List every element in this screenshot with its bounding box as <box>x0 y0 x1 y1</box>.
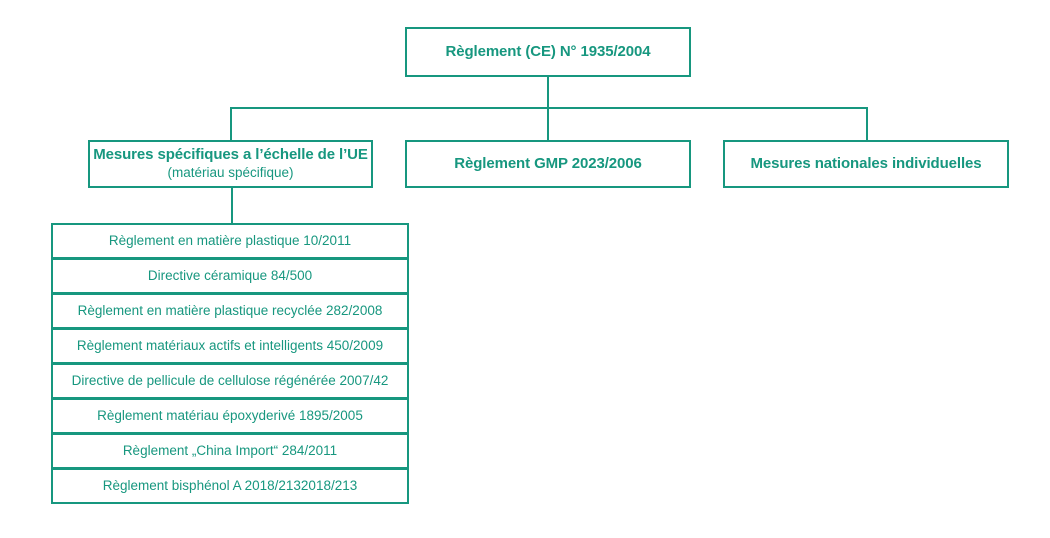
list-item-label: Règlement en matière plastique 10/2011 <box>108 232 352 248</box>
list-item-label: Directive de pellicule de cellulose régé… <box>71 372 389 388</box>
list-item-label: Règlement „China Import“ 284/2011 <box>122 442 338 458</box>
node-root-regulation: Règlement (CE) N° 1935/2004 <box>405 27 691 77</box>
list-item: Directive céramique 84/500 <box>51 258 409 294</box>
node-branch-eu-label: Mesures spécifiques a l’échelle de l’UE <box>93 146 368 164</box>
node-root-label: Règlement (CE) N° 1935/2004 <box>445 43 651 60</box>
node-branch-national-measures: Mesures nationales individuelles <box>723 140 1009 188</box>
list-item: Règlement en matière plastique recyclée … <box>51 293 409 329</box>
list-item-label: Directive céramique 84/500 <box>147 267 313 283</box>
list-item: Règlement „China Import“ 284/2011 <box>51 433 409 469</box>
connector-eu-to-measures <box>231 188 233 224</box>
node-branch-gmp-regulation: Règlement GMP 2023/2006 <box>405 140 691 188</box>
connector-drop-national <box>866 107 868 140</box>
connector-drop-gmp <box>547 107 549 140</box>
list-item-label: Règlement matériau époxyderivé 1895/2005 <box>97 407 363 423</box>
node-branch-eu-specific-measures: Mesures spécifiques a l’échelle de l’UE … <box>88 140 373 188</box>
connector-drop-eu <box>230 107 232 140</box>
connector-root-stem <box>547 77 549 108</box>
node-branch-gmp-label: Règlement GMP 2023/2006 <box>454 155 642 172</box>
list-item: Règlement en matière plastique 10/2011 <box>51 223 409 259</box>
node-branch-national-label: Mesures nationales individuelles <box>750 155 982 172</box>
connector-horizontal-bus <box>230 107 868 109</box>
list-item: Règlement matériaux actifs et intelligen… <box>51 328 409 364</box>
list-item: Règlement matériau époxyderivé 1895/2005 <box>51 398 409 434</box>
list-item-label: Règlement en matière plastique recyclée … <box>77 302 383 318</box>
measures-list: Règlement en matière plastique 10/2011 D… <box>51 223 409 504</box>
list-item-label: Règlement bisphénol A 2018/2132018/213 <box>102 477 358 493</box>
list-item: Directive de pellicule de cellulose régé… <box>51 363 409 399</box>
list-item: Règlement bisphénol A 2018/2132018/213 <box>51 468 409 504</box>
node-branch-eu-sublabel: (matériau spécifique) <box>167 165 294 181</box>
list-item-label: Règlement matériaux actifs et intelligen… <box>76 337 384 353</box>
